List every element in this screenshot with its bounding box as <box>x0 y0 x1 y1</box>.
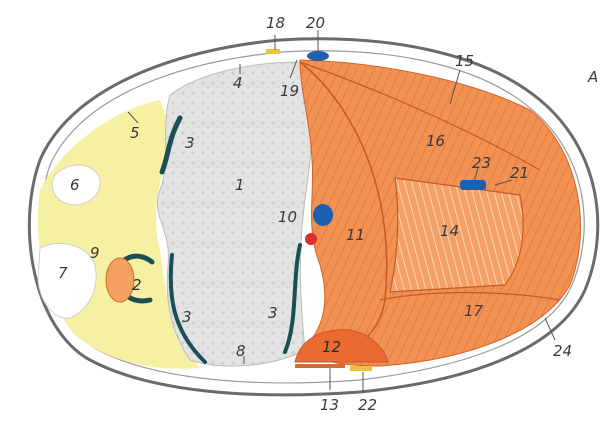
label-22: 22 <box>358 396 377 414</box>
label-20: 20 <box>306 14 325 32</box>
label-7: 7 <box>58 264 68 282</box>
structure-13 <box>295 364 345 368</box>
label-2: 2 <box>132 276 142 294</box>
label-3-lower-left: 3 <box>182 308 192 326</box>
structure-9 <box>106 258 134 302</box>
label-14: 14 <box>440 222 459 240</box>
label-21: 21 <box>510 164 529 182</box>
label-24: 24 <box>553 342 572 360</box>
vessel-10-blue <box>313 204 333 226</box>
label-1: 1 <box>235 176 245 194</box>
label-6: 6 <box>70 176 80 194</box>
vessel-23 <box>460 180 486 190</box>
label-12: 12 <box>322 338 341 356</box>
label-16: 16 <box>426 132 445 150</box>
label-17: 17 <box>464 302 484 320</box>
label-15: 15 <box>455 52 474 70</box>
vessel-10-red <box>305 233 317 245</box>
label-3-right: 3 <box>268 304 278 322</box>
label-10: 10 <box>278 208 297 226</box>
label-18: 18 <box>266 14 285 32</box>
vessel-20 <box>307 51 329 61</box>
label-13: 13 <box>320 396 339 414</box>
label-23: 23 <box>472 154 491 172</box>
label-8: 8 <box>236 342 246 360</box>
label-11: 11 <box>346 226 365 244</box>
label-9: 9 <box>90 244 100 262</box>
nerve-18 <box>266 49 280 54</box>
nerve-22 <box>350 366 372 371</box>
label-4: 4 <box>233 74 243 92</box>
label-3-upper: 3 <box>185 134 195 152</box>
corner-letter: A <box>587 68 598 86</box>
label-19: 19 <box>280 82 299 100</box>
label-5: 5 <box>130 124 140 142</box>
